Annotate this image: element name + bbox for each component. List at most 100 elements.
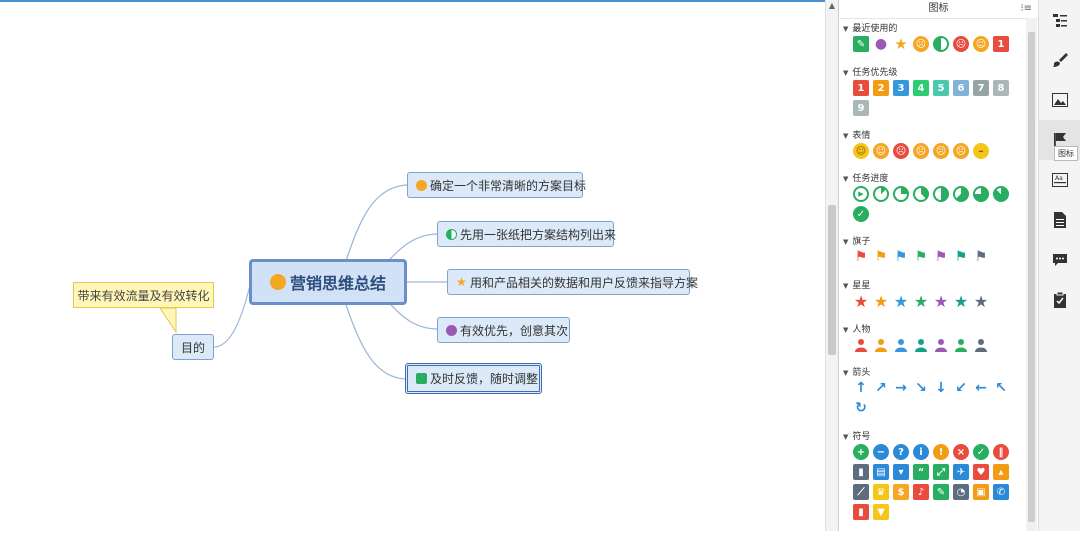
- arrow-up-right-icon[interactable]: ↗: [875, 380, 887, 396]
- progress-start-icon[interactable]: ▶: [853, 186, 869, 202]
- section-title[interactable]: ▼旗子: [843, 237, 871, 247]
- close-icon[interactable]: ×: [953, 444, 969, 460]
- section-title[interactable]: ▼人物: [843, 325, 871, 335]
- progress-half-icon[interactable]: [933, 186, 949, 202]
- check-icon[interactable]: ✓: [973, 444, 989, 460]
- comment-icon[interactable]: [1039, 240, 1080, 280]
- heart-icon[interactable]: ♥: [973, 464, 989, 480]
- face-scream-icon[interactable]: ☹: [933, 143, 949, 159]
- line-chart-icon[interactable]: ⟋: [853, 484, 869, 500]
- priority-1-icon[interactable]: 1: [853, 80, 869, 96]
- priority-1-icon[interactable]: 1: [993, 36, 1009, 52]
- cup-icon[interactable]: ▼: [873, 504, 889, 520]
- star-green-icon[interactable]: ★: [913, 291, 929, 311]
- canvas-scrollbar[interactable]: ▲: [825, 0, 838, 531]
- face-angry-icon[interactable]: ☹: [953, 36, 969, 52]
- section-title[interactable]: ▼星星: [843, 281, 871, 291]
- flag-purple-icon[interactable]: ⚑: [934, 249, 948, 265]
- priority-4-icon[interactable]: 4: [913, 80, 929, 96]
- branch-data[interactable]: ★ 用和产品相关的数据和用户反馈来指导方案: [447, 269, 698, 295]
- quote-icon[interactable]: “: [913, 464, 929, 480]
- outline-icon[interactable]: [1039, 0, 1080, 40]
- progress-3-8-icon[interactable]: [913, 186, 929, 202]
- trophy-icon[interactable]: ♛: [873, 484, 889, 500]
- panel-scrollbar[interactable]: [1026, 18, 1037, 531]
- music-icon[interactable]: ♪: [913, 484, 929, 500]
- thumb-down-icon[interactable]: ▾: [893, 464, 909, 480]
- star-blue-icon[interactable]: ★: [893, 291, 909, 311]
- flag-blue-icon[interactable]: ⚑: [894, 249, 908, 265]
- pencil-icon[interactable]: ✎: [853, 36, 869, 52]
- expand-icon[interactable]: ⤢: [933, 464, 949, 480]
- progress-done-icon[interactable]: ✓: [853, 206, 869, 222]
- pie-chart-icon[interactable]: ◔: [953, 484, 969, 500]
- star-teal-icon[interactable]: ★: [953, 291, 969, 311]
- branch-feedback[interactable]: 及时反馈，随时调整: [405, 363, 542, 394]
- branch-priority[interactable]: 有效优先，创意其次: [437, 317, 570, 343]
- face-angry-icon[interactable]: ☹: [893, 143, 909, 159]
- face-cry-icon[interactable]: ☹: [913, 36, 929, 52]
- priority-8-icon[interactable]: 8: [993, 80, 1009, 96]
- scrollbar-thumb[interactable]: [1028, 32, 1035, 522]
- arrow-up-icon[interactable]: ↑: [855, 380, 867, 396]
- face-neutral-icon[interactable]: –: [973, 143, 989, 159]
- exclamation-icon[interactable]: !: [933, 444, 949, 460]
- brush-icon[interactable]: [1039, 40, 1080, 80]
- callout-note[interactable]: 带来有效流量及有效转化: [73, 282, 214, 308]
- star-gray-icon[interactable]: ★: [973, 291, 989, 311]
- flag-gray-icon[interactable]: ⚑: [974, 249, 988, 265]
- person-purple-icon[interactable]: ●: [874, 36, 888, 52]
- bar-chart-icon[interactable]: ▮: [853, 464, 869, 480]
- flag-green-icon[interactable]: ⚑: [914, 249, 928, 265]
- section-title[interactable]: ▼任务进度: [843, 174, 889, 184]
- dollar-icon[interactable]: $: [893, 484, 909, 500]
- scroll-up-arrow-icon[interactable]: ▲: [828, 1, 836, 10]
- section-title[interactable]: ▼任务优先级: [843, 68, 898, 78]
- section-title[interactable]: ▼符号: [843, 432, 871, 442]
- person-gray-icon[interactable]: [973, 337, 989, 353]
- face-laugh-icon[interactable]: ☺: [873, 143, 889, 159]
- panel-menu-icon[interactable]: ⁝≡: [1020, 3, 1032, 14]
- priority-6-icon[interactable]: 6: [953, 80, 969, 96]
- flag-red-icon[interactable]: ⚑: [854, 249, 868, 265]
- thermometer-icon[interactable]: ▮: [853, 504, 869, 520]
- face-laugh-icon[interactable]: ☺: [973, 36, 989, 52]
- central-topic[interactable]: 营销思维总结: [249, 259, 407, 305]
- airplane-icon[interactable]: ✈: [953, 464, 969, 480]
- person-purple-icon[interactable]: [933, 337, 949, 353]
- branch-structure[interactable]: 先用一张纸把方案结构列出来: [437, 221, 616, 247]
- section-title[interactable]: ▼表情: [843, 131, 871, 141]
- person-blue-icon[interactable]: [893, 337, 909, 353]
- arrow-down-left-icon[interactable]: ↙: [955, 380, 967, 396]
- star-icon[interactable]: ★: [894, 35, 908, 53]
- left-topic-purpose[interactable]: 目的: [172, 334, 214, 360]
- progress-1-8-icon[interactable]: [873, 186, 889, 202]
- flag-teal-icon[interactable]: ⚑: [954, 249, 968, 265]
- star-purple-icon[interactable]: ★: [933, 291, 949, 311]
- branch-goal[interactable]: 确定一个非常清晰的方案目标: [407, 172, 586, 198]
- arrow-right-icon[interactable]: →: [895, 380, 907, 396]
- person-orange-icon[interactable]: [873, 337, 889, 353]
- arrow-left-icon[interactable]: ←: [975, 380, 987, 396]
- plus-icon[interactable]: +: [853, 444, 869, 460]
- progress-7-8-icon[interactable]: [993, 186, 1009, 202]
- image-icon[interactable]: [1039, 80, 1080, 120]
- arrow-up-left-icon[interactable]: ↖: [995, 380, 1007, 396]
- star-orange-icon[interactable]: ★: [873, 291, 889, 311]
- priority-5-icon[interactable]: 5: [933, 80, 949, 96]
- text-style-icon[interactable]: Aa: [1039, 160, 1080, 200]
- contacts-icon[interactable]: ▤: [873, 464, 889, 480]
- face-smile-icon[interactable]: ☺: [853, 143, 869, 159]
- mindmap-canvas[interactable]: 营销思维总结 确定一个非常清晰的方案目标 先用一张纸把方案结构列出来 ★ 用和产…: [0, 0, 837, 531]
- star-red-icon[interactable]: ★: [853, 291, 869, 311]
- section-title[interactable]: ▼箭头: [843, 368, 871, 378]
- minus-icon[interactable]: −: [873, 444, 889, 460]
- pause-icon[interactable]: ‖: [993, 444, 1009, 460]
- face-cry-icon[interactable]: ☹: [913, 143, 929, 159]
- scrollbar-thumb[interactable]: [828, 205, 836, 355]
- edit-icon[interactable]: ✎: [933, 484, 949, 500]
- progress-5-8-icon[interactable]: [953, 186, 969, 202]
- info-icon[interactable]: i: [913, 444, 929, 460]
- priority-9-icon[interactable]: 9: [853, 100, 869, 116]
- progress-1-4-icon[interactable]: [893, 186, 909, 202]
